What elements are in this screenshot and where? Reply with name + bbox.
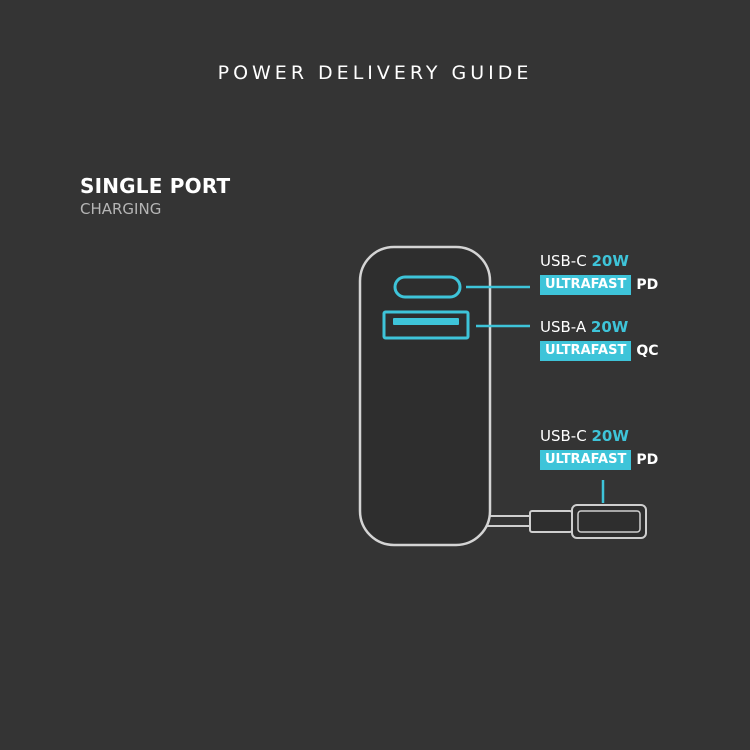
cable-plug-tip — [577, 510, 641, 533]
section-heading: SINGLE PORT — [80, 174, 231, 198]
port-name: USB-C — [540, 427, 587, 445]
page-title: POWER DELIVERY GUIDE — [217, 62, 533, 84]
ultrafast-badge: ULTRAFAST — [540, 341, 632, 361]
ultrafast-badge: ULTRAFAST — [540, 450, 632, 470]
usb-c-port-icon — [393, 275, 462, 299]
usb-a-port-icon — [382, 310, 470, 340]
cable-plug — [571, 504, 647, 539]
section-subheading: CHARGING — [80, 200, 162, 218]
port-protocol: QC — [636, 343, 659, 359]
ultrafast-badge: ULTRAFAST — [540, 275, 632, 295]
port-watt: 20W — [591, 427, 629, 445]
port-protocol: PD — [636, 277, 659, 293]
port-name: USB-A — [540, 318, 587, 336]
port-name: USB-C — [540, 252, 587, 270]
port-protocol: PD — [636, 452, 659, 468]
port-watt: 20W — [590, 318, 629, 336]
cable-plug-neck — [529, 510, 573, 533]
usb-a-port-tongue — [393, 318, 459, 325]
cable — [486, 515, 530, 527]
charger-body — [358, 245, 492, 547]
port-watt: 20W — [591, 252, 629, 270]
